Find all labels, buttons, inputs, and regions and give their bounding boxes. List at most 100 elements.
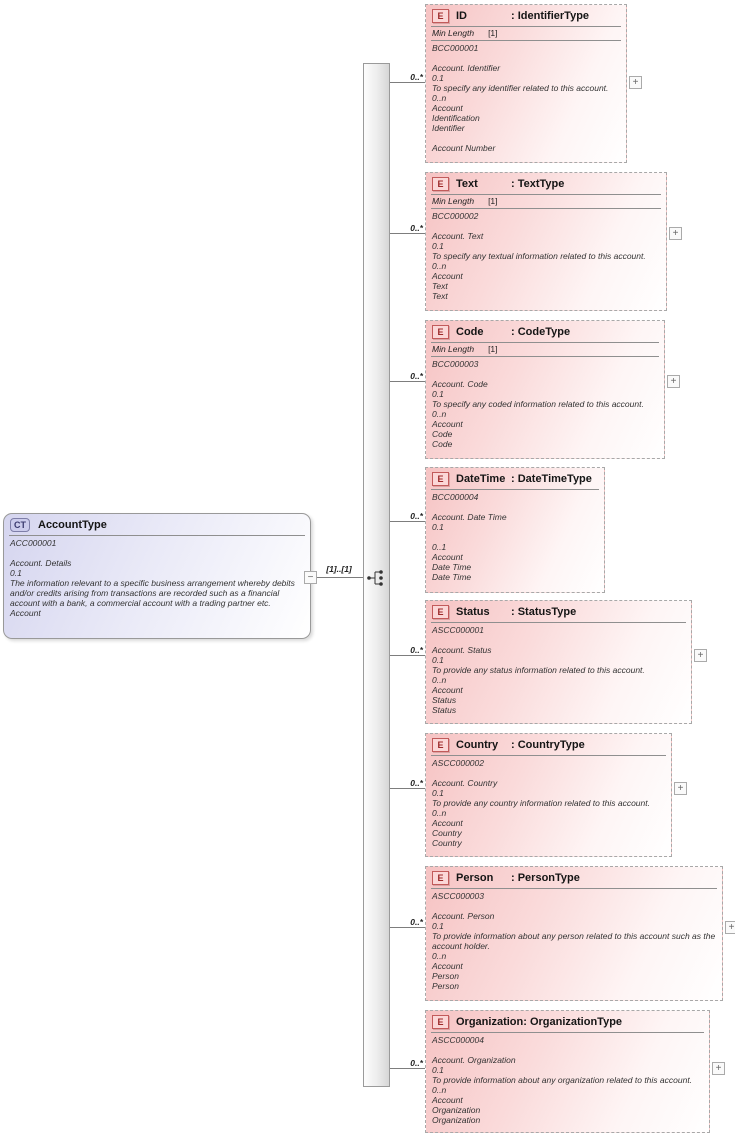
facet-row: Min Length [1] [426, 343, 664, 356]
body-line: 0.1 [432, 73, 444, 83]
element-card-person[interactable]: E Person : PersonType ASCC000003 Account… [425, 866, 723, 1001]
element-name: Person [456, 872, 494, 884]
expand-button[interactable]: + [667, 375, 680, 388]
occurrence-label: 0..* [410, 511, 423, 521]
body-line: 0..n [432, 808, 447, 818]
element-card-status[interactable]: E Status : StatusType ASCC000001 Account… [425, 600, 692, 724]
occurrence-label: 0..* [410, 72, 423, 82]
body-line: 0.1 [432, 921, 444, 931]
facet-label: Min Length [432, 344, 475, 354]
body-line: Account Number [432, 143, 496, 153]
sequence-bar [363, 63, 390, 1087]
body-line: To provide information about any organiz… [432, 1075, 693, 1085]
body-line: Account [432, 271, 463, 281]
body-line: Code [432, 439, 453, 449]
element-name: Organization [456, 1016, 524, 1028]
body-line: 0..n [432, 951, 447, 961]
element-icon: E [432, 871, 449, 885]
expand-button[interactable]: + [725, 921, 735, 934]
complextype-header: CT AccountType [4, 514, 310, 535]
body-line: Account. Person [432, 911, 495, 921]
element-card-id[interactable]: E ID : IdentifierType Min Length [1] BCC… [425, 4, 627, 163]
complextype-name: AccountType [38, 519, 107, 531]
element-card-datetime[interactable]: E DateTime : DateTimeType BCC000004 Acco… [425, 467, 605, 593]
body-line [432, 901, 717, 911]
body-line: BCC000002 [432, 211, 479, 221]
element-name: ID [456, 10, 467, 22]
expand-button[interactable]: + [669, 227, 682, 240]
facet-value: [1] [488, 344, 498, 354]
element-type: : DateTimeType [511, 473, 592, 485]
body-line: To specify any textual information relat… [432, 251, 646, 261]
connector-line [390, 381, 425, 382]
element-icon: E [432, 472, 449, 486]
separator [431, 208, 661, 209]
body-line [432, 635, 686, 645]
body-line: 0.1 [432, 389, 444, 399]
body-line: ASCC000003 [432, 891, 484, 901]
facet-label: Min Length [432, 28, 475, 38]
body-line: BCC000003 [432, 359, 479, 369]
body-line: Account [432, 685, 463, 695]
body-line: To specify any coded information related… [432, 399, 644, 409]
facet-value: [1] [488, 28, 498, 38]
body-line: 0..n [432, 409, 447, 419]
body-line: 0.1 [432, 1065, 444, 1075]
body-line [432, 53, 621, 63]
element-name: Country [456, 739, 499, 751]
body-line: Account [10, 608, 41, 618]
body-line: 0..n [432, 675, 447, 685]
body-line [432, 221, 661, 231]
element-icon: E [432, 325, 449, 339]
element-card-text[interactable]: E Text : TextType Min Length [1] BCC0000… [425, 172, 667, 311]
separator [431, 755, 666, 756]
element-card-code[interactable]: E Code : CodeType Min Length [1] BCC0000… [425, 320, 665, 459]
separator [431, 342, 659, 343]
element-type: : OrganizationType [523, 1016, 623, 1028]
body-line [432, 502, 599, 512]
expand-button[interactable]: + [712, 1062, 725, 1075]
element-name: Status [456, 606, 490, 618]
element-header: E DateTime : DateTimeType [426, 468, 604, 489]
body-line: Country [432, 838, 462, 848]
complextype-card-accounttype[interactable]: CT AccountType ACC000001 Account. Detail… [3, 513, 311, 639]
body-line: Account. Status [432, 645, 492, 655]
body-line: Date Time [432, 572, 472, 582]
element-header: E Text : TextType [426, 173, 666, 194]
body-line: 0..n [432, 261, 447, 271]
element-header: E Organization : OrganizationType [426, 1011, 709, 1032]
connector-line [390, 655, 425, 656]
collapse-button[interactable]: − [304, 571, 317, 584]
body-line: Person [432, 981, 459, 991]
body-line [432, 369, 659, 379]
separator [431, 40, 621, 41]
body-line: ASCC000001 [432, 625, 484, 635]
expand-button[interactable]: + [694, 649, 707, 662]
body-line: ASCC000002 [432, 758, 484, 768]
occurrence-label: 0..* [410, 917, 423, 927]
body-line: 0.1 [432, 788, 444, 798]
body-line: 0..n [432, 1085, 447, 1095]
element-type: : StatusType [511, 606, 577, 618]
element-header: E Person : PersonType [426, 867, 722, 888]
element-card-country[interactable]: E Country : CountryType ASCC000002 Accou… [425, 733, 672, 857]
body-line: To specify any identifier related to thi… [432, 83, 609, 93]
body-line: The information relevant to a specific b… [10, 578, 295, 608]
body-line: Account [432, 961, 463, 971]
expand-button[interactable]: + [674, 782, 687, 795]
body-line: Date Time [432, 562, 472, 572]
body-line: Account [432, 103, 463, 113]
expand-button[interactable]: + [629, 76, 642, 89]
sequence-compositor-icon [366, 569, 387, 592]
element-card-organization[interactable]: E Organization : OrganizationType ASCC00… [425, 1010, 710, 1133]
body-line: Account. Details [10, 558, 72, 568]
connector-line-root [317, 577, 363, 578]
separator [431, 489, 599, 490]
body-line: BCC000004 [432, 492, 479, 502]
element-header: E ID : IdentifierType [426, 5, 626, 26]
connector-line [390, 521, 425, 522]
body-line: Organization [432, 1105, 481, 1115]
